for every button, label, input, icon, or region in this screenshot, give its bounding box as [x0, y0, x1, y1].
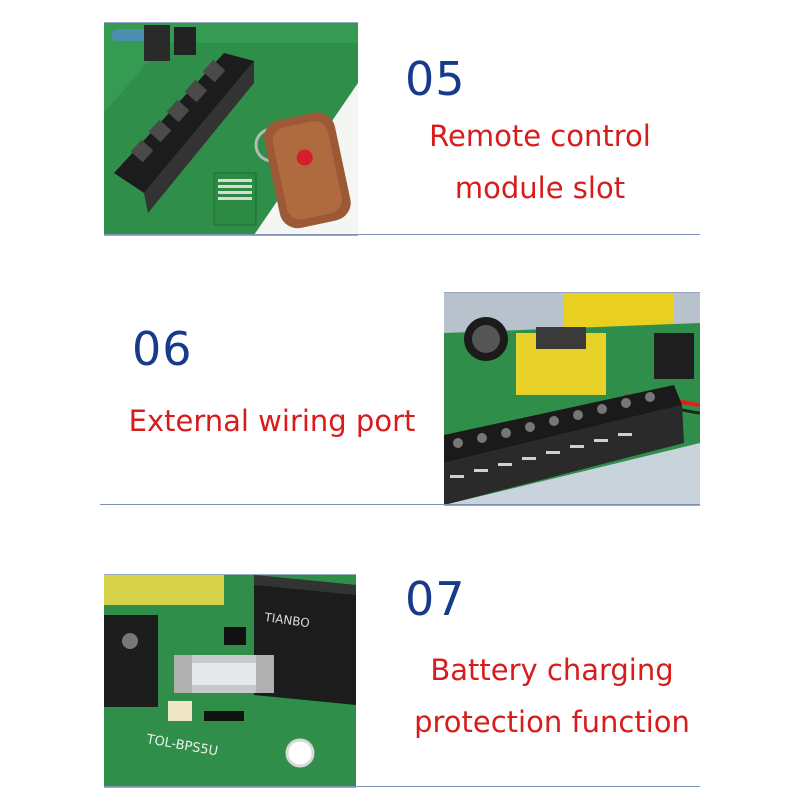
feature-number: 07 — [405, 572, 466, 626]
caption-line: Battery charging — [430, 653, 674, 687]
feature-section-07: TIANBO TOL-BPS5U 07 Battery charging pro… — [0, 520, 800, 800]
caption-line: module slot — [454, 171, 626, 205]
wiring-port-photo — [444, 292, 700, 506]
section-divider — [104, 786, 700, 787]
remote-module-illustration — [104, 23, 358, 235]
feature-section-06: 06 External wiring port — [0, 260, 800, 520]
charging-protection-photo: TIANBO TOL-BPS5U — [104, 574, 356, 788]
photo-pointer — [430, 330, 444, 366]
caption-line: External wiring port — [128, 404, 416, 438]
feature-number: 06 — [132, 322, 193, 376]
section-divider — [100, 504, 700, 505]
wiring-port-illustration — [444, 293, 700, 505]
section-divider — [104, 234, 700, 235]
photo-pointer — [356, 612, 370, 648]
feature-section-05: 05 Remote control module slot — [0, 0, 800, 260]
feature-caption: External wiring port — [122, 395, 422, 447]
feature-number: 05 — [405, 52, 466, 106]
charging-protection-illustration: TIANBO TOL-BPS5U — [104, 575, 356, 787]
photo-pointer — [358, 60, 372, 96]
remote-module-photo — [104, 22, 358, 236]
feature-caption: Battery charging protection function — [392, 644, 712, 748]
caption-line: Remote control — [429, 119, 651, 153]
feature-caption: Remote control module slot — [400, 110, 680, 214]
caption-line: protection function — [414, 705, 690, 739]
relay-brand-label: TIANBO — [263, 610, 311, 630]
